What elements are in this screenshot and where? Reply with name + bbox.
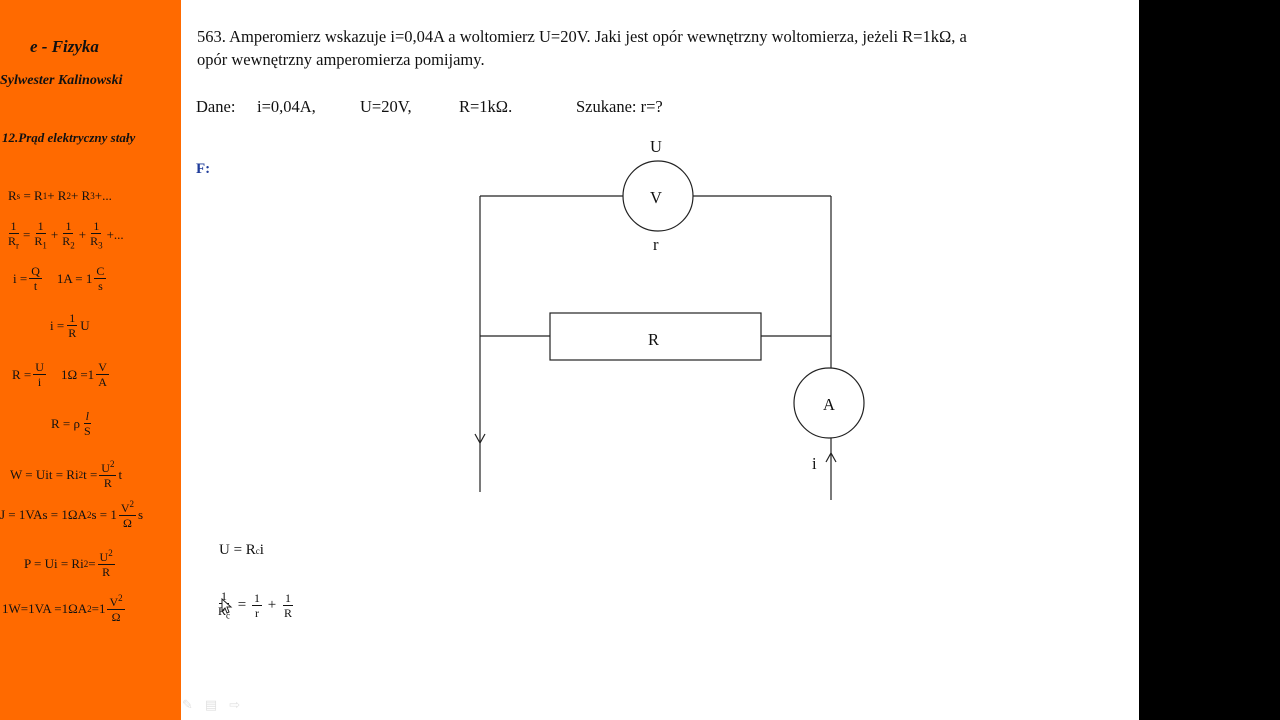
formula-sidebar: e - Fizyka Sylwester Kalinowski 12.Prąd … (0, 0, 181, 720)
current-label: i (812, 454, 817, 473)
menu-icon[interactable]: ▤ (204, 698, 218, 713)
arrow-up-right (825, 451, 837, 463)
problem-line-1: 563. Amperomierz wskazuje i=0,04A a wolt… (197, 27, 967, 46)
brand-title: e - Fizyka (30, 37, 99, 56)
formulas-label: F: (196, 161, 211, 177)
ammeter-symbol: A (823, 395, 835, 414)
voltmeter-circle (622, 160, 694, 232)
given-label: Dane: (196, 97, 236, 116)
ammeter-circle (793, 367, 865, 439)
circuit-diagram (474, 160, 865, 500)
pen-icon[interactable]: ✎ (182, 698, 193, 713)
voltmeter-symbol: V (650, 188, 662, 207)
given-resistance: R=1kΩ. (459, 97, 513, 116)
arrow-down-left (474, 433, 486, 445)
voltmeter-bottom-label: r (653, 235, 659, 254)
right-black-bar (1139, 0, 1280, 720)
resistor-rect (549, 312, 762, 361)
arrow-icon[interactable]: ⇨ (229, 698, 241, 713)
given-voltage: U=20V, (360, 97, 412, 116)
problem-line-2: opór wewnętrzny amperomierza pomijamy. (197, 50, 485, 69)
given-current: i=0,04A, (257, 97, 316, 116)
chapter-title: 12.Prąd elektryczny stały (2, 130, 136, 145)
slide-content: 563. Amperomierz wskazuje i=0,04A a wolt… (181, 0, 1139, 720)
resistor-label: R (648, 330, 660, 349)
voltmeter-top-label: U (650, 137, 662, 156)
unknown-label: Szukane: r=? (576, 97, 663, 116)
author-name: Sylwester Kalinowski (0, 73, 123, 88)
mouse-cursor-icon (221, 598, 233, 614)
slide-toolbar: ✎ ▤ ⇨ (182, 698, 240, 713)
